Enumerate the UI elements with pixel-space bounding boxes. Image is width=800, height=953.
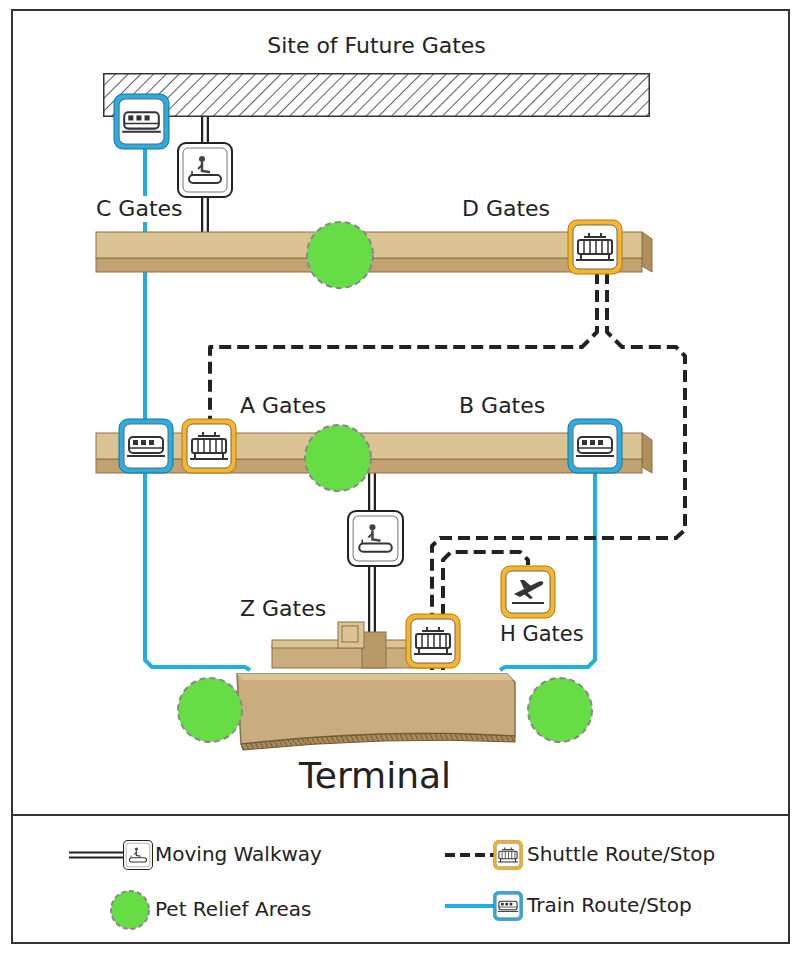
gate-label: Z Gates	[238, 596, 328, 622]
gate-label: Site of Future Gates	[265, 33, 488, 59]
train-route	[145, 473, 250, 670]
h-gates-icon: H Gates	[500, 565, 556, 619]
legend-text: Train Route/Stop	[527, 893, 692, 917]
pet-relief-circles	[178, 222, 592, 742]
gate-label: C Gates	[94, 196, 185, 222]
walk-route	[205, 117, 206, 232]
future-site-band-outline	[103, 73, 650, 117]
walk-route	[372, 473, 373, 632]
gate-label: B Gates	[457, 393, 547, 419]
gate-label: D Gates	[460, 196, 552, 222]
concourse-bar: A GatesB Gates	[96, 433, 652, 473]
walkway-icon	[178, 143, 232, 197]
z-gates-building: Z Gates	[272, 632, 440, 668]
legend-swatch	[427, 886, 537, 926]
gate-label: A Gates	[238, 393, 328, 419]
concourse-bar-outline	[96, 232, 652, 272]
terminal-building-outline	[235, 670, 515, 750]
gate-label: H Gates	[498, 622, 586, 647]
shuttle-route	[210, 272, 597, 433]
legend-text: Shuttle Route/Stop	[527, 842, 715, 866]
legend-swatch	[427, 835, 537, 875]
h-gates-icon-outline	[500, 565, 556, 619]
concourse-bar-outline	[96, 433, 652, 473]
terminal-building: Terminal	[235, 670, 515, 750]
future-site-band: Site of Future Gates	[103, 73, 650, 117]
legend-divider	[11, 814, 790, 816]
gate-label: Terminal	[297, 754, 453, 797]
legend-text: Moving Walkway	[155, 842, 322, 866]
train-route	[145, 117, 146, 433]
z-gates-building-outline	[272, 632, 440, 668]
concourse-bar: C GatesD Gates	[96, 232, 652, 272]
legend-swatch	[55, 890, 165, 930]
legend-swatch	[55, 835, 165, 875]
outer-frame	[11, 9, 790, 944]
legend-text: Pet Relief Areas	[155, 897, 311, 921]
walkway-icon	[348, 511, 403, 566]
